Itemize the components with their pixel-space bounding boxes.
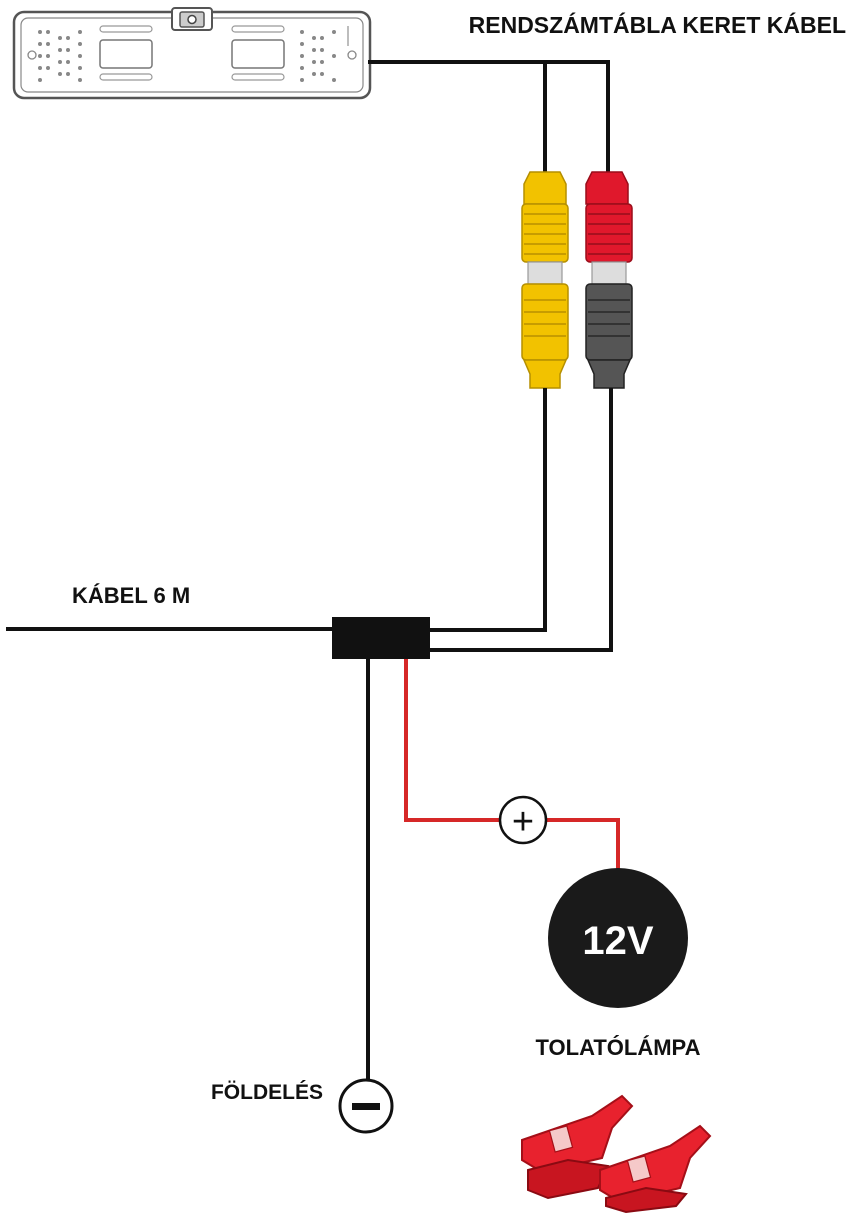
voltage-label: 12V — [582, 919, 653, 963]
minus-icon — [338, 1078, 394, 1134]
12v-source: 12V — [548, 868, 688, 1008]
reverse-lamp-label: TOLATÓLÁMPA — [536, 1035, 701, 1060]
frame-cables — [368, 60, 610, 172]
splice-connector-icon — [521, 1094, 634, 1200]
frame-cable-label: RENDSZÁMTÁBLA KERET KÁBEL — [469, 11, 846, 38]
plus-icon: + — [498, 795, 548, 845]
license-plate-frame — [12, 7, 372, 100]
splice-connector-icon — [599, 1124, 712, 1214]
yellow-rca-connector — [521, 171, 569, 389]
svg-text:+: + — [512, 801, 534, 843]
power-wire — [404, 659, 500, 822]
red-rca-connector — [585, 171, 633, 389]
rca-to-junction-cables — [430, 388, 613, 652]
junction-box — [332, 617, 430, 659]
power-wire-to-lamp — [546, 818, 620, 880]
camera-icon — [171, 7, 213, 31]
cable-length-label: KÁBEL 6 M — [72, 583, 190, 608]
ground-label: FÖLDELÉS — [211, 1081, 323, 1104]
